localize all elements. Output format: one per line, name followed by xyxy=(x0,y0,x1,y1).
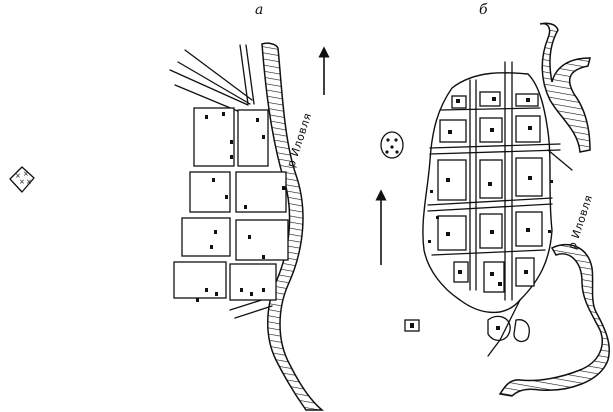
river-label-a: р Иловля xyxy=(284,111,314,169)
grove-icon xyxy=(380,131,404,159)
isolated-farmstead-icon: × × × × xyxy=(9,166,35,193)
settlement-b-house-dots xyxy=(428,97,553,286)
panel-b-label: б xyxy=(479,2,488,18)
svg-text:×: × xyxy=(26,178,32,186)
panel-b: б р Иловля xyxy=(375,2,610,397)
settlement-b-streets xyxy=(427,61,573,357)
panel-a-blocks xyxy=(173,107,289,301)
svg-text:×: × xyxy=(19,178,25,186)
panel-a-label: а xyxy=(255,2,263,18)
settlement-b-south-cluster xyxy=(487,315,530,343)
river-a xyxy=(261,42,325,411)
panel-a-houses xyxy=(196,112,286,302)
river-b xyxy=(539,22,591,153)
church-icon xyxy=(404,319,420,332)
panel-a: а р Иловля xyxy=(169,2,330,411)
settlement-b-houses xyxy=(437,91,543,293)
river-label-b: р Иловля xyxy=(565,193,595,251)
svg-text:×: × xyxy=(23,170,29,178)
river-b-lower xyxy=(498,243,610,397)
svg-text:×: × xyxy=(15,172,21,180)
